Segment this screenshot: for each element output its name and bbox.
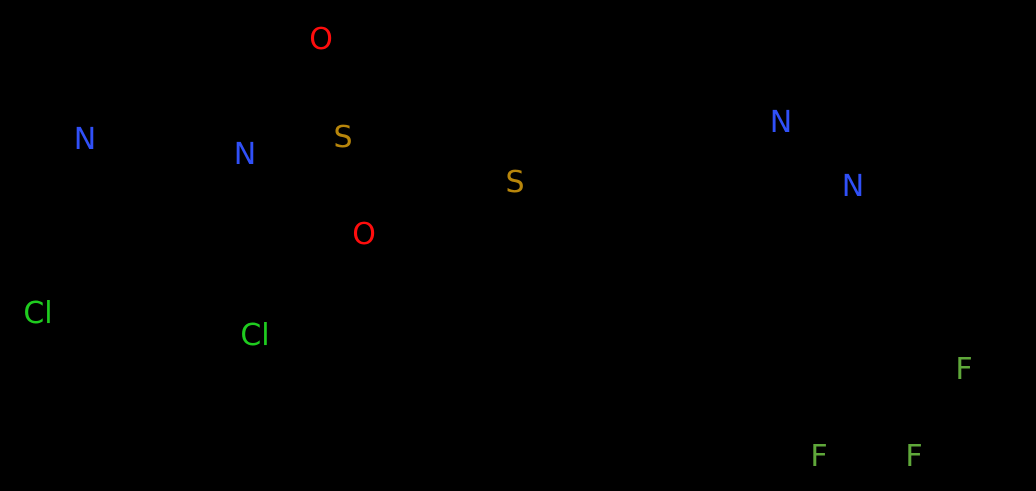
- atom-s2: S: [505, 165, 525, 200]
- atom-cl2: Cl: [240, 318, 270, 353]
- atom-o2: O: [352, 217, 376, 252]
- atom-cl1: Cl: [23, 296, 53, 331]
- atom-n3: N: [769, 105, 793, 140]
- atom-n2: N: [233, 137, 257, 172]
- atom-o1: O: [309, 22, 333, 57]
- atom-s1: S: [333, 120, 353, 155]
- atom-f1: F: [955, 352, 973, 387]
- atom-f3: F: [905, 439, 923, 474]
- atom-n4: N: [841, 169, 865, 204]
- atom-f2: F: [810, 439, 828, 474]
- atom-n1: N: [73, 122, 97, 157]
